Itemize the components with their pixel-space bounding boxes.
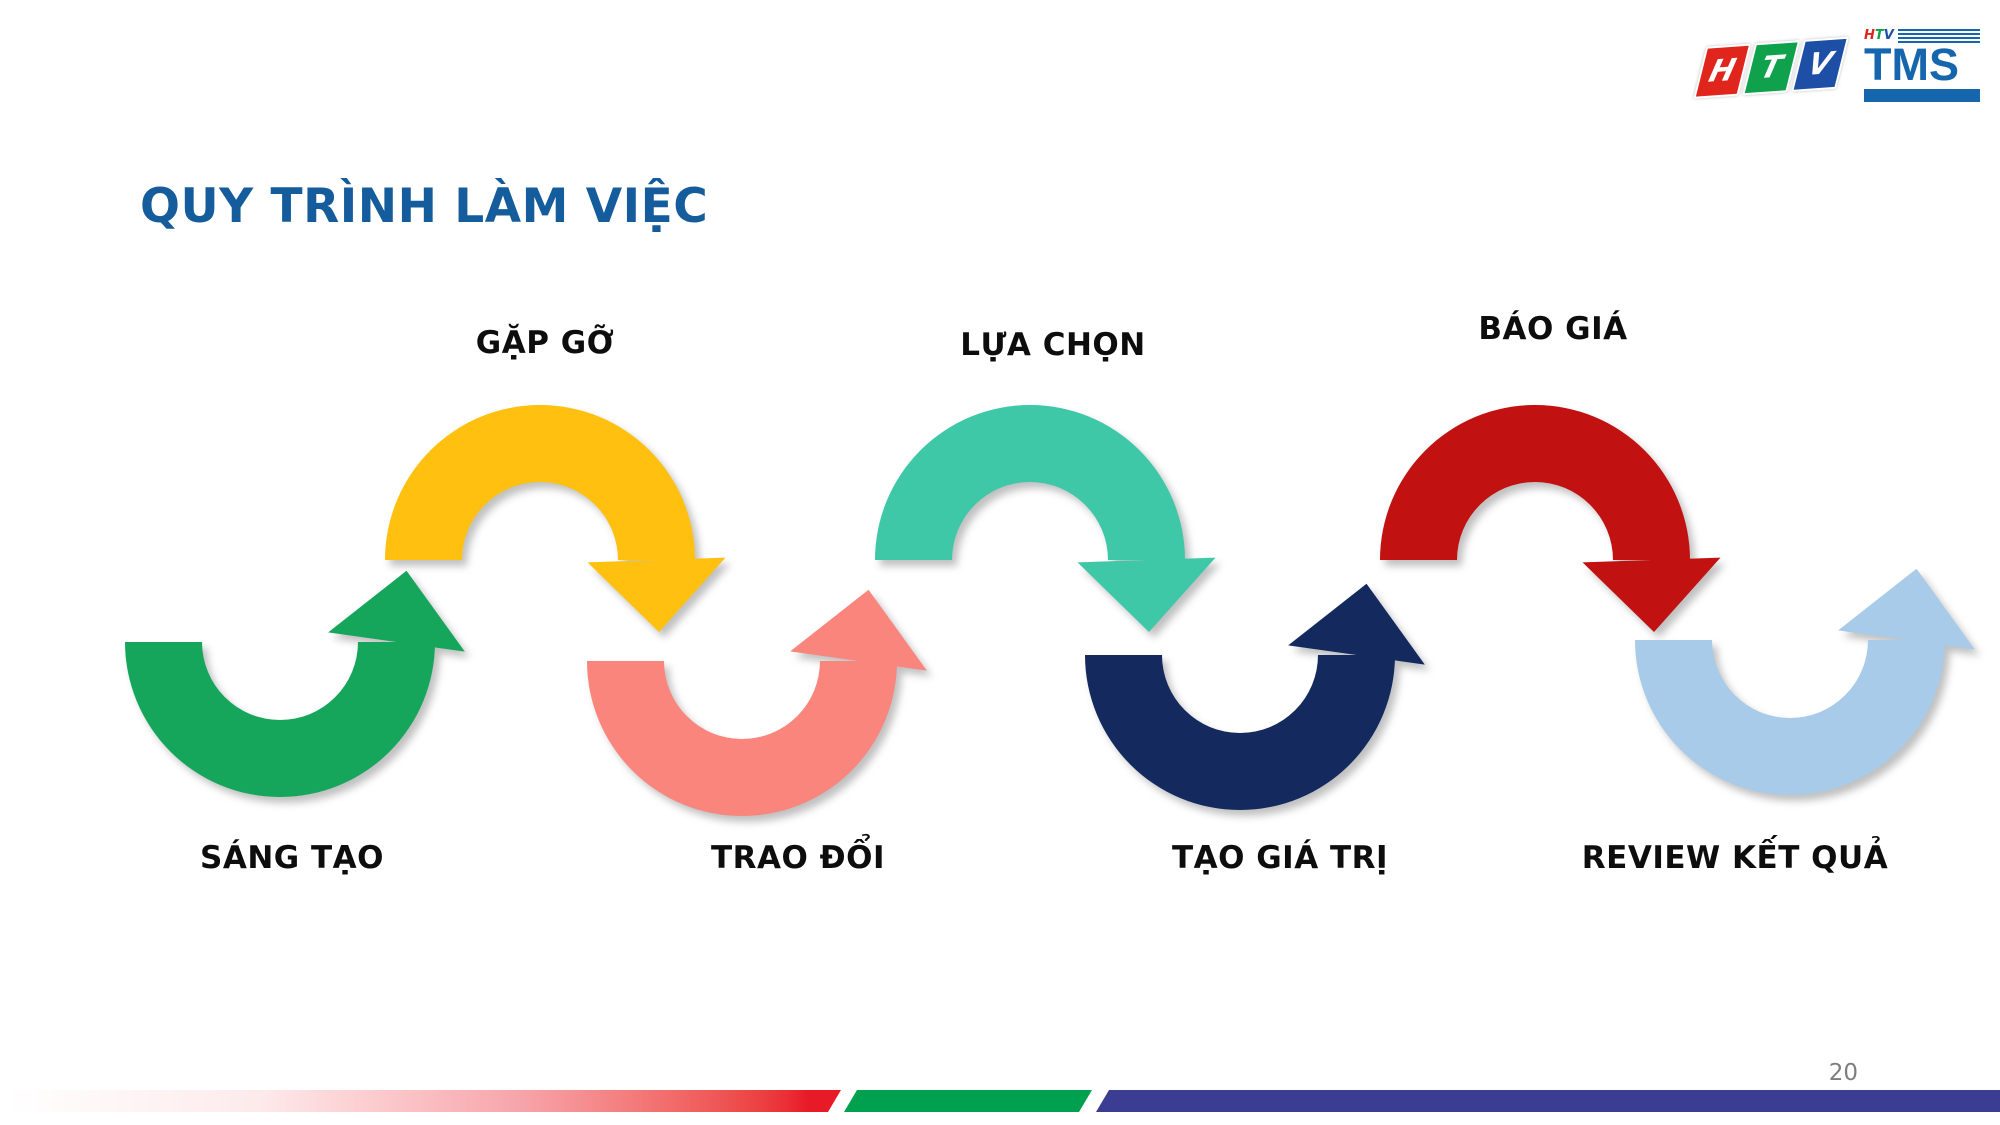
label-trao-doi: TRAO ĐỔI bbox=[710, 840, 886, 876]
arrow-tao-gia-tri bbox=[1085, 583, 1425, 810]
tms-logo-header: H T V bbox=[1864, 27, 1980, 44]
tms-small-letter-h: H bbox=[1864, 28, 1875, 43]
label-lua-chon: LỰA CHỌN bbox=[960, 327, 1146, 363]
label-tao-gia-tri: TẠO GIÁ TRỊ bbox=[1171, 840, 1389, 876]
page-number: 20 bbox=[1828, 1060, 1858, 1086]
tms-logo: H T V TMS bbox=[1864, 27, 1980, 102]
arrow-gap-go bbox=[385, 405, 726, 632]
arrow-bao-gia bbox=[1380, 405, 1721, 632]
page-title: QUY TRÌNH LÀM VIỆC bbox=[140, 179, 709, 235]
label-bao-gia: BÁO GIÁ bbox=[1478, 311, 1628, 347]
footer-bar-red-segment bbox=[8, 1090, 841, 1112]
tms-logo-text: TMS bbox=[1864, 39, 1959, 90]
tms-logo-underline bbox=[1864, 88, 1980, 102]
tms-small-letter-t: T bbox=[1874, 28, 1884, 43]
tms-small-letter-v: V bbox=[1883, 28, 1894, 43]
label-gap-go: GẶP GỠ bbox=[475, 325, 615, 361]
arrow-review-ket-qua bbox=[1635, 568, 1975, 795]
arrow-lua-chon bbox=[875, 405, 1216, 632]
arrow-sang-tao bbox=[125, 570, 465, 797]
footer-bar-blue-segment bbox=[1096, 1090, 2000, 1112]
label-sang-tao: SÁNG TẠO bbox=[200, 840, 384, 876]
tms-logo-stripes bbox=[1897, 28, 1980, 43]
footer-bar-green-segment bbox=[844, 1090, 1092, 1112]
footer-bar bbox=[0, 1090, 2000, 1112]
arrow-trao-doi bbox=[587, 589, 927, 816]
label-review-ket-qua: REVIEW KẾT QUẢ bbox=[1581, 840, 1889, 876]
